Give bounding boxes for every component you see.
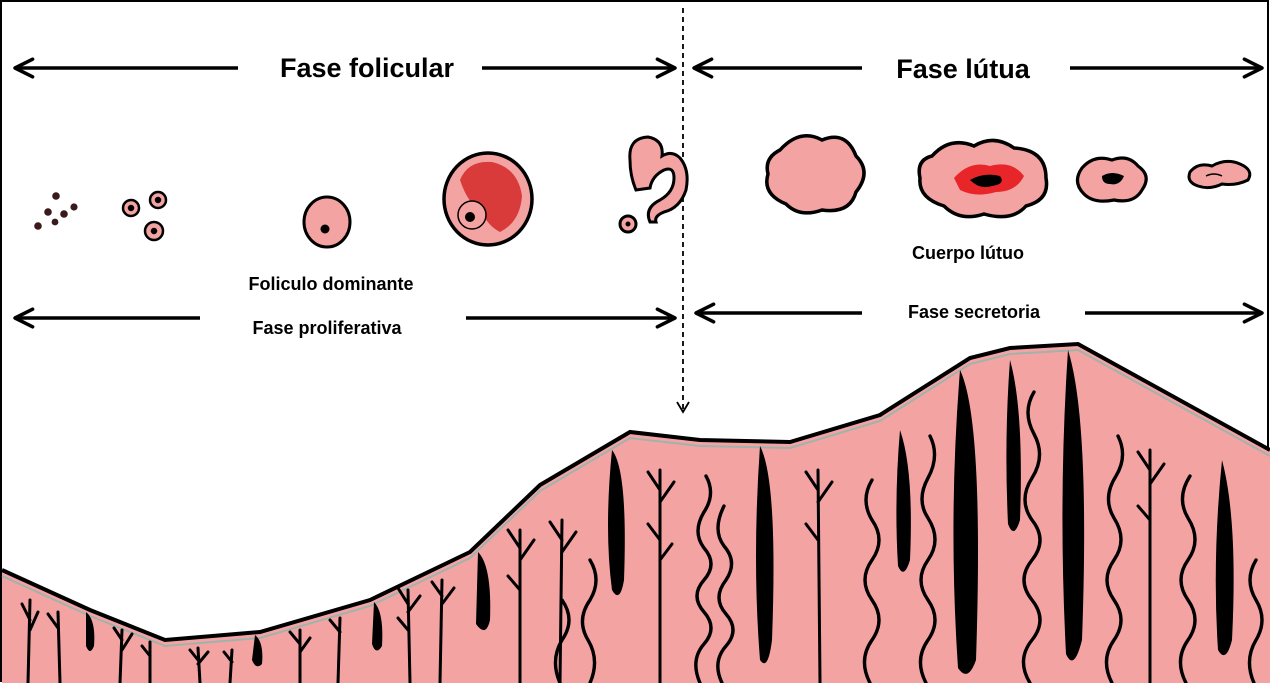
- dominant-follicle: [304, 197, 350, 247]
- corpus-luteum: [919, 140, 1046, 216]
- corpus-albicans: [1189, 161, 1250, 187]
- secretory-phase-label: Fase secretoria: [908, 302, 1041, 322]
- endometrium: [2, 344, 1270, 683]
- primary-follicles: [123, 192, 166, 240]
- ovulation-rupture: [620, 137, 687, 232]
- preovulatory-follicle: [444, 153, 532, 245]
- primordial-follicles: [34, 192, 77, 230]
- proliferative-phase-label: Fase proliferativa: [252, 318, 402, 338]
- corpus-luteum-label: Cuerpo lútuo: [912, 243, 1024, 263]
- luteal-phase-label: Fase lútua: [896, 54, 1031, 84]
- regressing-corpus-luteum: [1077, 158, 1146, 201]
- follicular-phase-label: Fase folicular: [280, 53, 455, 83]
- early-corpus-luteum: [767, 136, 864, 213]
- dominant-follicle-label: Foliculo dominante: [249, 274, 414, 294]
